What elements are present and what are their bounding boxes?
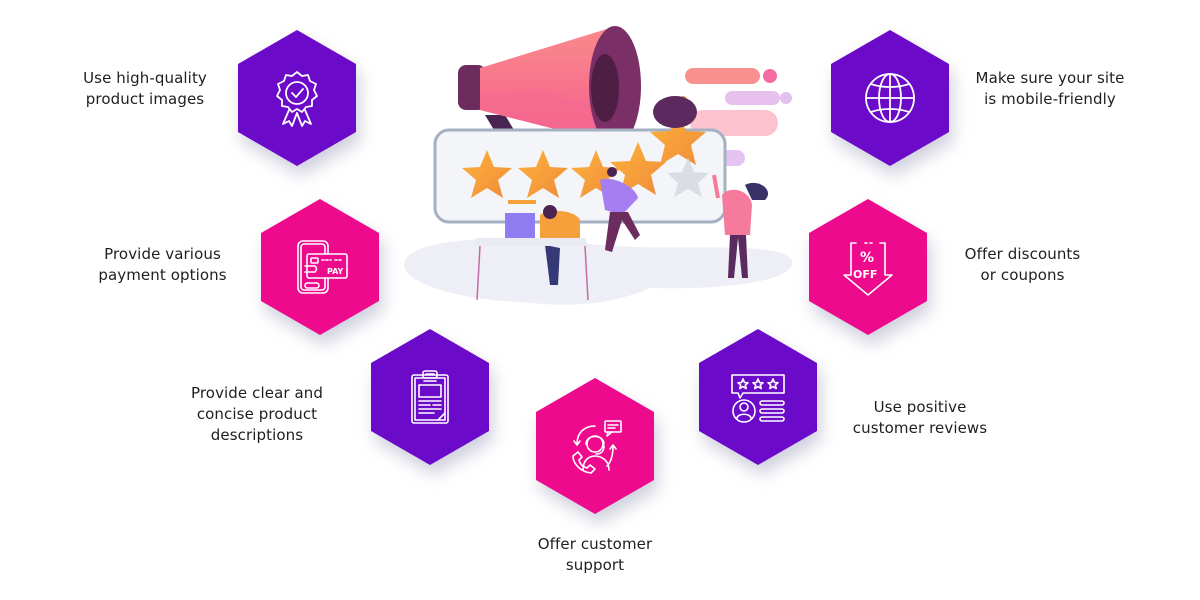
tip-images-hexagon [238, 30, 356, 166]
globe-icon [865, 73, 915, 123]
megaphone-rating-illustration [400, 20, 800, 320]
discount-tag-icon: % OFF [843, 242, 893, 296]
svg-text:OFF: OFF [853, 268, 877, 281]
tip-support-hexagon [536, 378, 654, 514]
tip-descriptions-hexagon [371, 329, 489, 465]
clipboard-icon [411, 370, 449, 424]
tip-reviews-hexagon [699, 329, 817, 465]
award-badge-icon [276, 71, 318, 127]
tip-mobile-hexagon [831, 30, 949, 166]
customer-reviews-icon [731, 374, 785, 423]
svg-text:PAY: PAY [327, 267, 344, 276]
mobile-payment-icon: PAY [297, 240, 348, 294]
tip-discounts-hexagon: % OFF [809, 199, 927, 335]
svg-text:%: % [860, 250, 874, 266]
customer-support-icon [572, 420, 622, 474]
tip-payment-hexagon: PAY [261, 199, 379, 335]
